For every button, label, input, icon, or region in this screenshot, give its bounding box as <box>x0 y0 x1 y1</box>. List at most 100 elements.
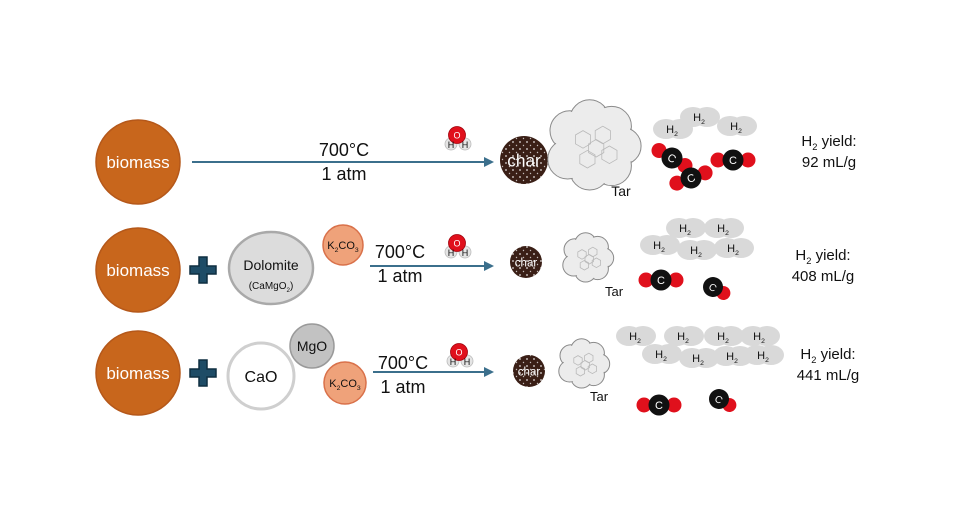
carbon-label: C <box>686 172 698 186</box>
aromatic-ring-icon <box>601 145 618 165</box>
k2co3-particle-icon <box>322 224 364 266</box>
text-run: H <box>655 349 663 361</box>
h2-yield-heading: H2 yield: <box>800 346 855 365</box>
h2-label: H2 <box>666 124 678 138</box>
h2-label: H2 <box>693 112 705 126</box>
temperature-label: 700°C <box>319 140 369 160</box>
text-run: H <box>690 245 698 257</box>
text-run: H <box>692 353 700 365</box>
aromatic-ring-icon <box>573 355 583 366</box>
carbon-atom-icon <box>648 394 670 416</box>
h2-label: H2 <box>692 353 704 367</box>
subscript: 2 <box>287 287 291 294</box>
aromatic-ring-icon <box>584 253 594 265</box>
subscript: 2 <box>685 338 689 345</box>
biomass-label: biomass <box>106 364 169 383</box>
subscript: 2 <box>735 250 739 257</box>
cao-particle-icon <box>226 341 296 411</box>
plus-icon <box>189 256 217 284</box>
oxygen-atom-icon <box>638 272 654 288</box>
char-row-1: char <box>500 136 548 184</box>
tar-label: Tar <box>605 284 624 299</box>
text-run: H <box>717 331 725 343</box>
hydrogen-molecule-icon <box>656 344 682 364</box>
plus-row-3 <box>189 359 217 387</box>
hydrogen-label: H <box>462 248 469 258</box>
hydrogen-molecule-icon <box>718 218 744 238</box>
hydrogen-molecule-icon <box>731 116 757 136</box>
h2-yield-heading: H2 yield: <box>801 133 856 152</box>
k2co3-row-3: K2CO3 <box>323 361 367 405</box>
subscript: 2 <box>725 230 729 237</box>
aromatic-ring-icon <box>591 257 601 269</box>
h2-molecule: H2 <box>664 326 704 346</box>
subscript: 2 <box>674 131 678 138</box>
h2-molecule: H2 <box>704 326 744 346</box>
h2-label: H2 <box>753 331 765 345</box>
tar-label: Tar <box>590 389 609 404</box>
k2co3-particle-icon <box>323 361 367 405</box>
h2-label: H2 <box>655 349 667 363</box>
carbon-label: C <box>706 282 718 295</box>
subscript: 2 <box>738 128 742 135</box>
oxygen-atom-icon <box>448 126 466 144</box>
h2-molecule: H2 <box>616 326 656 346</box>
pressure-label: 1 atm <box>380 377 425 397</box>
char-row-3: char <box>513 355 545 387</box>
h2-label: H2 <box>727 243 739 257</box>
char-label: char <box>515 257 538 269</box>
subscript: 2 <box>687 230 691 237</box>
subscript: 2 <box>761 338 765 345</box>
text-run: H <box>800 346 811 363</box>
subscript: 3 <box>357 385 361 392</box>
text-run: H <box>795 247 806 264</box>
h2-molecule: H2 <box>713 346 753 366</box>
text-run: H <box>801 133 812 150</box>
h2-yield-heading: H2 yield: <box>795 247 850 266</box>
hydrogen-molecule-icon <box>728 238 754 258</box>
h2-molecule: H2 <box>714 238 754 258</box>
text-run: K <box>327 240 335 252</box>
h2-label: H2 <box>679 223 691 237</box>
text-run: CO <box>338 240 355 252</box>
h2-molecule: H2 <box>744 345 784 365</box>
oxygen-atom-icon <box>636 397 652 413</box>
carbon-atom-icon <box>709 389 729 409</box>
biomass-label: biomass <box>106 153 169 172</box>
text-run: yield: <box>811 247 850 264</box>
text-run: yield: <box>817 133 856 150</box>
text-run: CO <box>340 378 357 390</box>
char-row-2: char <box>510 246 542 278</box>
hydrogen-molecule-icon <box>691 240 717 260</box>
cao-label: CaO <box>245 369 278 386</box>
text-run: H <box>677 331 685 343</box>
text-run: H <box>730 121 738 133</box>
text-run: ) <box>290 281 293 292</box>
mgo-label: MgO <box>297 338 327 354</box>
aromatic-ring-icon <box>579 149 596 169</box>
carbon-atom-icon <box>680 167 702 189</box>
h2-yield-value: 441 mL/g <box>797 367 860 384</box>
biomass-row-1: biomass <box>95 119 181 205</box>
h2-label: H2 <box>717 331 729 345</box>
h2-yield-annotation: H2 yield: 408 mL/g <box>792 247 855 285</box>
h2-yield-value: 92 mL/g <box>802 154 856 171</box>
h2-yield-value: 408 mL/g <box>792 268 855 285</box>
hydrogen-label: H <box>448 248 455 258</box>
oxygen-atom-icon <box>668 272 684 288</box>
tar-cloud-fill <box>568 120 620 172</box>
h2-molecule: H2 <box>640 235 680 255</box>
tar-label: Tar <box>611 183 631 199</box>
h2-label: H2 <box>730 121 742 135</box>
oxygen-atom-icon <box>710 152 726 168</box>
h2-label: H2 <box>726 351 738 365</box>
dolomite-particle: Dolomite(CaMgO2) <box>227 230 315 306</box>
oxygen-atom-icon <box>740 152 756 168</box>
carbon-atom-icon <box>661 147 683 169</box>
co2-molecule: C <box>710 149 756 171</box>
hydrogen-molecule-icon <box>758 345 784 365</box>
subscript: 2 <box>812 142 817 152</box>
